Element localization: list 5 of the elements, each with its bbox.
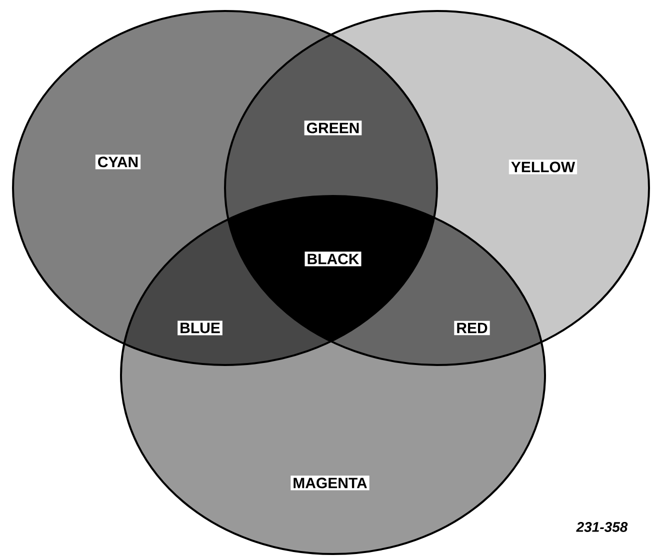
region-label: RED bbox=[454, 320, 490, 336]
region-label: GREEN bbox=[304, 120, 362, 136]
figure-number: 231-358 bbox=[576, 522, 628, 532]
region-label: BLACK bbox=[304, 252, 362, 266]
region-label: BLUE bbox=[178, 320, 222, 336]
